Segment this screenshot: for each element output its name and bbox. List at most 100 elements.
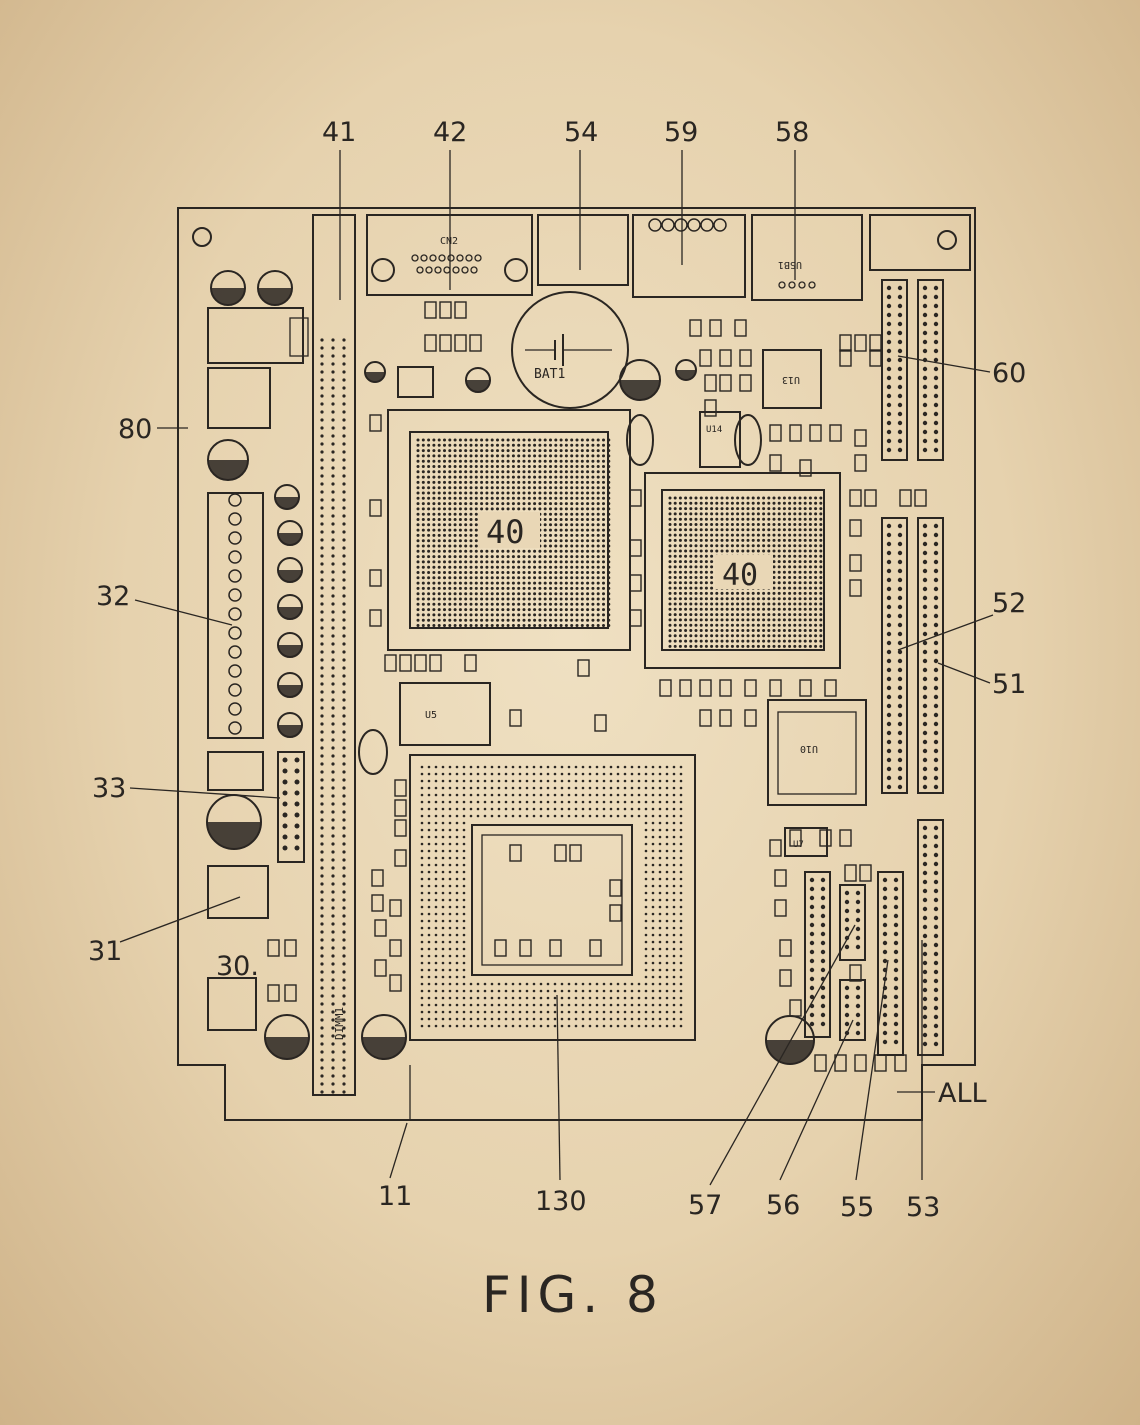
socket-pin [665,1017,669,1021]
bga-ball [602,549,605,553]
bga-ball [437,438,441,442]
bga-ball [575,480,579,484]
socket-pin [427,898,431,902]
bga-ball [602,443,605,447]
bga-ball [704,602,708,606]
bga-ball [538,438,542,442]
bga-ball [464,571,468,574]
bga-ball [741,602,745,606]
bga-ball [782,533,786,537]
socket-pin [644,842,648,846]
connector-pin [416,266,424,274]
bga-ball [694,560,698,564]
socket-pin [497,1024,501,1028]
bga-ball [464,443,468,447]
socket-pin [651,1017,655,1021]
bga-ball [591,602,595,606]
bga-ball [538,502,542,506]
bga-ball [715,607,719,611]
mounting-hole-icon [192,227,212,247]
socket-pin [595,1003,599,1007]
bga-ball [421,523,425,527]
bga-ball [699,512,703,516]
bga-ball [511,618,515,622]
bga-ball [772,560,776,564]
bga-ball [782,591,786,595]
socket-pin [672,912,676,916]
bga-ball [527,475,531,479]
bga-ball [793,581,797,585]
bga-ball [437,586,441,590]
socket-pin [476,1024,480,1028]
dimm-pin [331,1066,335,1070]
bga-ball [704,618,708,622]
bga-ball [751,634,755,638]
bga-ball [469,496,473,500]
bga-ball [570,597,574,601]
bga-ball [421,443,425,447]
bga-ball [596,496,600,500]
socket-pin [511,814,515,818]
socket-pin [658,933,662,937]
header-pin [893,985,899,991]
bga-ball [527,480,531,484]
bga-ball [453,608,457,612]
bga-ball [559,496,563,500]
bga-ball [689,618,693,622]
bga-ball [673,634,677,638]
bga-ball [501,454,505,458]
bga-ball [421,624,425,627]
ref-label-54: 54 [564,117,598,148]
bga-ball [586,576,590,580]
dimm-pin [331,722,335,726]
bga-ball [538,602,542,606]
bga-ball [819,644,823,648]
bga-ball [538,549,542,553]
bga-ball [751,623,755,627]
dimm-pin [342,658,346,662]
header-pin [922,429,928,435]
bga-ball [586,486,590,490]
bga-ball [814,644,818,648]
header-pin [893,1039,899,1045]
bga-ball [756,517,760,521]
bga-ball [490,507,494,511]
socket-pin [469,989,473,993]
dimm-pin [331,946,335,950]
connector-pin [425,266,433,274]
bga-ball [432,454,436,458]
header-pin [882,877,888,883]
header-pin [922,897,928,903]
socket-pin [665,821,669,825]
dimm-pin [320,986,324,990]
bga-ball [772,634,776,638]
socket-pin [441,800,445,804]
socket-pin [637,1003,641,1007]
dimm-pin [342,346,346,350]
bga-ball [720,644,724,648]
smd-component [414,654,427,672]
bga-ball [756,644,760,648]
socket-pin [595,793,599,797]
socket-pin [441,940,445,944]
socket-pin [483,786,487,790]
bga-ball [522,443,526,447]
header-pin [844,944,850,950]
bga-ball [720,623,724,627]
socket-pin [567,814,571,818]
capacitor-fill [365,372,385,382]
bga-ball [549,470,552,474]
bga-ball [814,597,818,601]
bga-ball [741,538,745,542]
bga-ball [554,608,558,612]
bga-ball [543,518,547,521]
bga-ball [741,639,745,643]
bga-ball [602,470,605,474]
bga-ball [437,565,441,569]
bga-ball [554,480,558,484]
bga-ball [704,560,708,564]
terminal-pin [228,512,242,526]
socket-pin [525,814,529,818]
header-pin [809,976,815,982]
socket-pin [455,891,459,895]
